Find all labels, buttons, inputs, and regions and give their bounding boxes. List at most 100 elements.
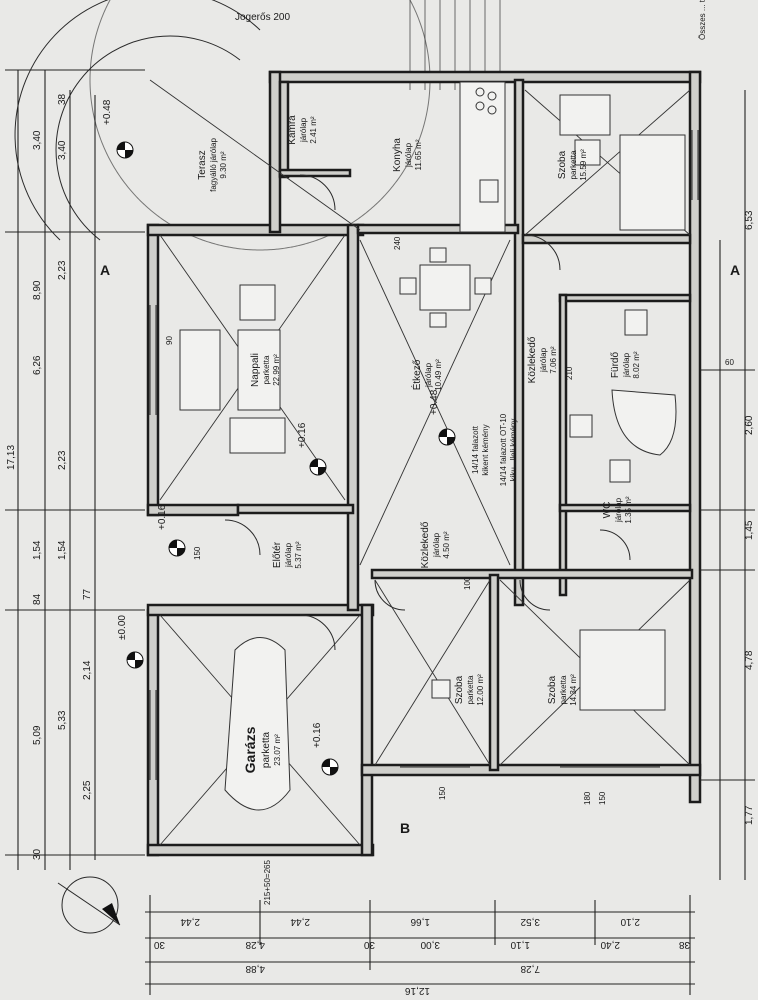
chair-3	[429, 247, 447, 263]
svg-text:84: 84	[32, 593, 43, 605]
left-dimension-texts: 17,13 3,40 3,40 8,90 6,26 2,23 2,23 1,54…	[6, 93, 93, 860]
svg-text:60: 60	[725, 358, 734, 367]
dining-table	[419, 264, 471, 311]
terrace-arc	[14, 0, 431, 251]
garage-door-size: 215+50=265	[263, 860, 272, 905]
bed	[619, 134, 686, 231]
room-label-wc: WC járólap 1.35 m²	[602, 496, 633, 523]
svg-text:30: 30	[32, 848, 43, 860]
svg-text:38: 38	[57, 93, 68, 105]
coffee-table	[237, 329, 281, 411]
svg-text:járólap: járólap	[284, 542, 293, 568]
top-stairs	[409, 0, 501, 90]
svg-text:2,14: 2,14	[82, 660, 93, 680]
svg-text:Terasz: Terasz	[197, 150, 208, 179]
desk	[559, 94, 611, 136]
svg-text:kiku...lleli kémény: kiku...lleli kémény	[509, 419, 518, 482]
right-dimension-texts: 2,60 1,45 4,78 1,77 6,53	[744, 210, 755, 825]
svg-text:járólap: járólap	[424, 362, 433, 388]
svg-text:Garázs: Garázs	[242, 726, 258, 773]
svg-text:14/14 falazott OT-10: 14/14 falazott OT-10	[499, 413, 508, 486]
room-label-garazs: Garázs parketta 23.07 m²	[242, 726, 282, 773]
svg-text:12,16: 12,16	[405, 985, 430, 996]
svg-text:1,45: 1,45	[744, 520, 755, 540]
svg-text:240: 240	[393, 236, 402, 250]
svg-text:100: 100	[463, 576, 472, 590]
svg-text:Nappali: Nappali	[250, 353, 261, 387]
svg-text:6,53: 6,53	[744, 210, 755, 230]
svg-text:4,88: 4,88	[245, 963, 265, 974]
washbasin	[569, 414, 593, 438]
svg-text:5.37 m²: 5.37 m²	[294, 541, 303, 568]
svg-text:WC: WC	[602, 502, 613, 519]
svg-text:2,10: 2,10	[620, 916, 640, 927]
svg-text:Szoba: Szoba	[454, 675, 465, 704]
chair-2	[474, 277, 492, 295]
svg-text:parketta: parketta	[262, 355, 271, 384]
room-label-nappali: Nappali parketta 22.99 m²	[250, 353, 281, 387]
desk-2	[431, 679, 451, 699]
toilet	[624, 309, 648, 336]
svg-text:180: 180	[583, 791, 592, 805]
room-label-kamra: Kamra járólap 2.41 m²	[287, 115, 318, 145]
svg-text:1,10: 1,10	[510, 939, 530, 950]
level-label: +0.16	[297, 422, 308, 448]
sink	[479, 179, 499, 203]
svg-text:2.41 m²: 2.41 m²	[309, 116, 318, 143]
exterior-walls	[146, 70, 702, 857]
section-mark-a-right: A	[730, 262, 740, 278]
svg-text:1,54: 1,54	[32, 540, 43, 560]
svg-text:150: 150	[598, 791, 607, 805]
svg-text:150: 150	[438, 786, 447, 800]
svg-text:járólap: járólap	[299, 117, 308, 143]
svg-text:fagyálló járólap: fagyálló járólap	[209, 138, 218, 192]
svg-text:parketta: parketta	[466, 675, 475, 704]
chair-4	[429, 312, 447, 328]
svg-text:5,09: 5,09	[32, 725, 43, 745]
svg-text:3,40: 3,40	[32, 130, 43, 150]
svg-text:parketta: parketta	[569, 150, 578, 179]
svg-text:járólap: járólap	[432, 532, 441, 558]
svg-text:kikent kémény: kikent kémény	[481, 424, 490, 475]
svg-text:Közlekedő: Közlekedő	[527, 336, 538, 383]
area-summary: Összes ... terület: 23,07 ... Össz. hasz…	[698, 0, 707, 40]
svg-text:30: 30	[363, 939, 375, 950]
svg-text:4.50 m²: 4.50 m²	[442, 531, 451, 558]
interior-walls	[236, 78, 694, 772]
svg-text:parketta: parketta	[559, 675, 568, 704]
chair-5	[574, 139, 601, 166]
svg-text:3,40: 3,40	[57, 140, 68, 160]
room-label-kozlekedo-2: Közlekedő járólap 4.50 m²	[420, 521, 451, 568]
room-label-szoba-2: Szoba parketta 12.00 m²	[454, 674, 485, 706]
svg-text:150: 150	[193, 546, 202, 560]
svg-text:2,44: 2,44	[290, 916, 310, 927]
svg-text:1,77: 1,77	[744, 805, 755, 825]
furniture	[179, 81, 686, 811]
svg-text:77: 77	[82, 588, 93, 600]
svg-text:6,26: 6,26	[32, 355, 43, 375]
armchair-2	[229, 417, 286, 454]
left-dimension-lines	[5, 69, 145, 870]
svg-text:23.07 m²: 23.07 m²	[273, 734, 282, 766]
svg-text:2,25: 2,25	[82, 780, 93, 800]
svg-text:Szoba: Szoba	[557, 150, 568, 179]
wc-toilet	[609, 459, 631, 483]
svg-text:7.06 m²: 7.06 m²	[549, 346, 558, 373]
svg-text:15.59 m²: 15.59 m²	[579, 149, 588, 181]
chimney-note: 14/14 falazott kikent kémény 14/14 falaz…	[471, 413, 518, 486]
sofa	[179, 329, 221, 411]
svg-text:1,54: 1,54	[57, 540, 68, 560]
svg-text:30: 30	[153, 939, 165, 950]
svg-text:14/14 falazott: 14/14 falazott	[471, 425, 480, 474]
level-label: +0.16	[157, 504, 168, 530]
section-mark-a-left: A	[100, 262, 110, 278]
level-label: +0.16	[312, 722, 323, 748]
svg-text:Szoba: Szoba	[547, 675, 558, 704]
svg-text:90: 90	[165, 336, 174, 345]
svg-text:Kamra: Kamra	[287, 115, 298, 145]
svg-text:4,78: 4,78	[744, 650, 755, 670]
svg-text:Étkező: Étkező	[410, 359, 423, 390]
door-swings	[224, 174, 631, 651]
svg-text:210: 210	[565, 366, 574, 380]
